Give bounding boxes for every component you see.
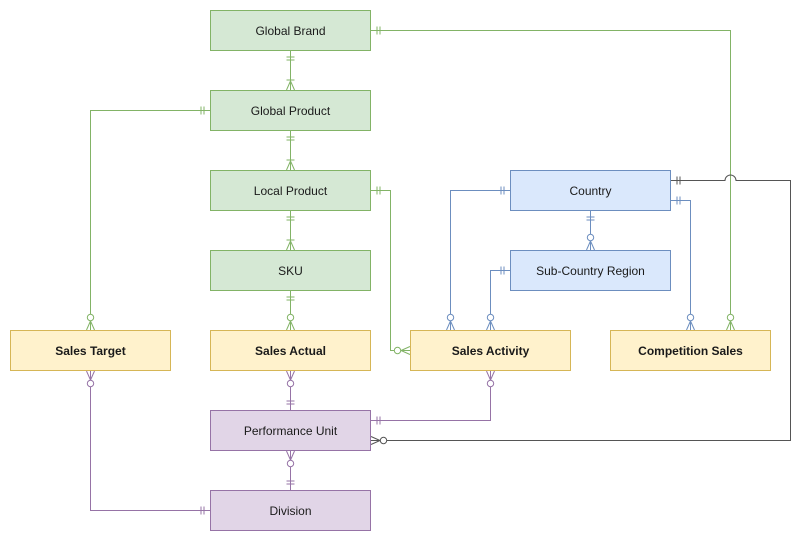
entity-global-product[interactable]: Global Product — [210, 90, 371, 131]
crows-foot-marker — [90, 320, 95, 331]
crows-foot-marker — [290, 370, 295, 381]
crows-foot-marker — [290, 160, 295, 171]
crows-foot-marker — [286, 320, 291, 331]
zero-circle-marker — [586, 233, 595, 242]
entity-sales-actual[interactable]: Sales Actual — [210, 330, 371, 371]
crows-foot-marker — [370, 436, 381, 441]
rel-division-salestarget — [90, 371, 210, 511]
rel-globalbrand-competitionsales — [371, 30, 731, 330]
rel-country-competitionsales — [671, 200, 691, 330]
entity-sales-target[interactable]: Sales Target — [10, 330, 171, 371]
entity-sku[interactable]: SKU — [210, 250, 371, 291]
zero-circle-marker — [286, 459, 295, 468]
crows-foot-marker — [290, 320, 295, 331]
crows-foot-marker — [400, 350, 411, 355]
crows-foot-marker — [400, 346, 411, 351]
crows-foot-marker — [290, 450, 295, 461]
crows-foot-marker — [286, 450, 291, 461]
crows-foot-marker — [726, 320, 731, 331]
crows-foot-marker — [370, 440, 381, 445]
crows-foot-marker — [290, 240, 295, 251]
crows-foot-marker — [590, 240, 595, 251]
crows-foot-marker — [490, 370, 495, 381]
crows-foot-marker — [90, 370, 95, 381]
entity-local-product[interactable]: Local Product — [210, 170, 371, 211]
entity-country[interactable]: Country — [510, 170, 671, 211]
crows-foot-marker — [290, 80, 295, 91]
entity-competition-sales[interactable]: Competition Sales — [610, 330, 771, 371]
rel-globalproduct-salestarget — [90, 110, 210, 330]
zero-circle-marker — [379, 436, 388, 445]
crows-foot-marker — [686, 320, 691, 331]
zero-circle-marker — [726, 313, 735, 322]
rel-subcountry-salesactivity — [490, 270, 510, 330]
entity-sub-country-region[interactable]: Sub-Country Region — [510, 250, 671, 291]
crows-foot-marker — [486, 370, 491, 381]
crows-foot-marker — [486, 320, 491, 331]
zero-circle-marker — [686, 313, 695, 322]
zero-circle-marker — [286, 313, 295, 322]
zero-circle-marker — [286, 379, 295, 388]
entity-global-brand[interactable]: Global Brand — [210, 10, 371, 51]
crows-foot-marker — [586, 240, 591, 251]
crows-foot-marker — [86, 370, 91, 381]
entity-sales-activity[interactable]: Sales Activity — [410, 330, 571, 371]
rel-country-salesactivity — [450, 190, 510, 330]
entity-performance-unit[interactable]: Performance Unit — [210, 410, 371, 451]
crows-foot-marker — [286, 80, 291, 91]
crows-foot-marker — [286, 240, 291, 251]
crows-foot-marker — [286, 160, 291, 171]
rel-country-performanceunit — [371, 174, 791, 441]
crows-foot-marker — [730, 320, 735, 331]
zero-circle-marker — [486, 313, 495, 322]
crows-foot-marker — [446, 320, 451, 331]
crows-foot-marker — [490, 320, 495, 331]
rel-performanceunit-salesactivity — [371, 371, 491, 421]
zero-circle-marker — [486, 379, 495, 388]
crows-foot-marker — [86, 320, 91, 331]
crows-foot-marker — [286, 370, 291, 381]
zero-circle-marker — [86, 379, 95, 388]
zero-circle-marker — [393, 346, 402, 355]
zero-circle-marker — [86, 313, 95, 322]
rel-localproduct-salesactivity — [371, 190, 410, 351]
entity-division[interactable]: Division — [210, 490, 371, 531]
zero-circle-marker — [446, 313, 455, 322]
crows-foot-marker — [690, 320, 695, 331]
crows-foot-marker — [450, 320, 455, 331]
